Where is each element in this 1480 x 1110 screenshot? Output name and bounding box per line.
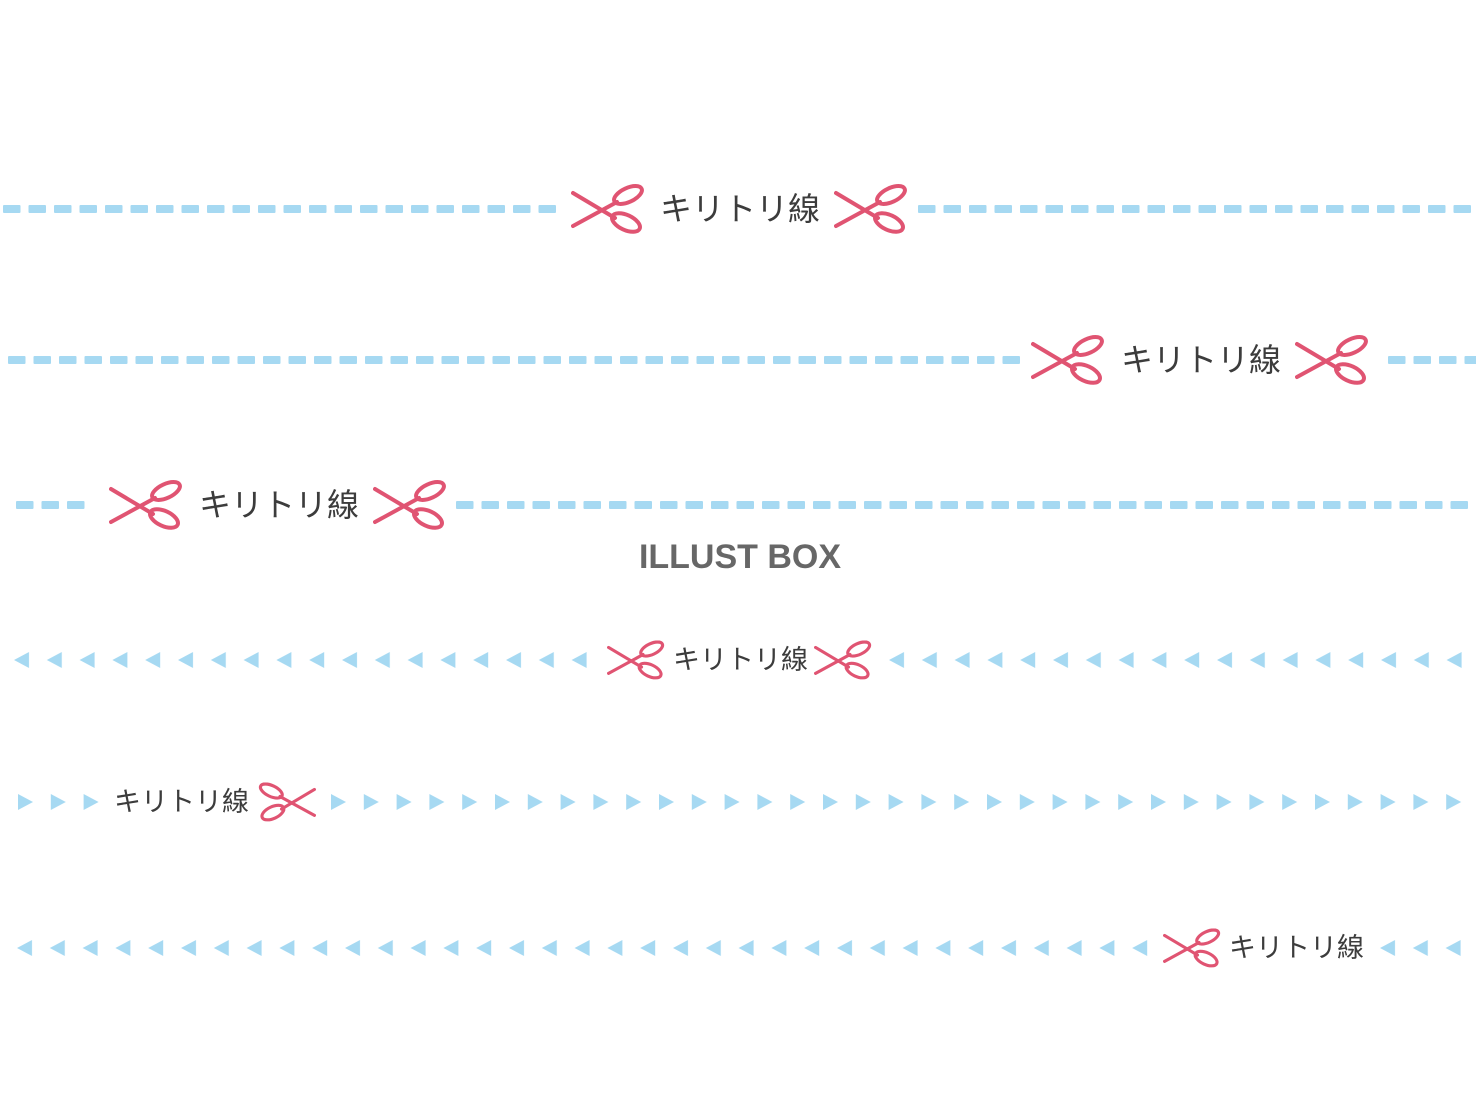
cut-line-pattern-right (918, 205, 1476, 213)
scissors-shape (258, 782, 316, 822)
scissors-shape (1295, 335, 1369, 385)
cut-line-1: キリトリ線 (0, 184, 1480, 234)
cut-line-pattern-right (1388, 356, 1476, 364)
scissors-shape (109, 480, 183, 530)
line-pattern-fill (18, 794, 99, 810)
scissors-icon (1295, 335, 1369, 385)
line-pattern-fill (14, 652, 587, 668)
line-pattern-fill (3, 205, 556, 213)
cut-line-pattern-left (18, 794, 99, 810)
cut-line-3: キリトリ線 (0, 480, 1480, 530)
cut-line-pattern-left (8, 356, 1020, 364)
line-pattern-fill (331, 794, 1462, 810)
scissors-shape (607, 640, 665, 680)
scissors-icon (571, 184, 645, 234)
cut-line-pattern-right (331, 794, 1462, 810)
line-pattern-fill (17, 940, 1148, 956)
scissors-icon (373, 480, 447, 530)
cut-line-pattern-right (456, 501, 1476, 509)
line-pattern-fill (1388, 356, 1476, 364)
cut-line-2: キリトリ線 (0, 335, 1480, 385)
cut-line-pattern-right (889, 652, 1462, 668)
cut-line-pattern-left (17, 940, 1148, 956)
line-pattern-fill (1380, 940, 1461, 956)
line-pattern-fill (889, 652, 1462, 668)
line-pattern-fill (456, 501, 1476, 509)
cut-line-label: キリトリ線 (673, 644, 808, 676)
cut-line-4: キリトリ線 (0, 640, 1480, 680)
cut-line-label: キリトリ線 (660, 190, 821, 228)
line-pattern-fill (918, 205, 1476, 213)
cut-line-pattern-left (3, 205, 556, 213)
scissors-icon (834, 184, 908, 234)
scissors-shape (834, 184, 908, 234)
cut-line-label: キリトリ線 (1121, 341, 1282, 379)
scissors-shape (373, 480, 447, 530)
scissors-shape (1163, 928, 1221, 968)
scissors-shape (571, 184, 645, 234)
line-pattern-fill (16, 501, 85, 509)
scissors-icon (1031, 335, 1105, 385)
cut-line-label: キリトリ線 (114, 786, 249, 818)
scissors-shape (1031, 335, 1105, 385)
scissors-icon (607, 640, 665, 680)
watermark: ILLUST BOX (638, 538, 842, 576)
scissors-icon (814, 640, 872, 680)
cut-line-pattern-left (14, 652, 587, 668)
scissors-icon (258, 782, 316, 822)
cut-line-pattern-right (1380, 940, 1461, 956)
cut-line-pattern-left (16, 501, 85, 509)
cut-line-label: キリトリ線 (1229, 932, 1364, 964)
scissors-icon (1163, 928, 1221, 968)
line-pattern-fill (8, 356, 1020, 364)
scissors-shape (814, 640, 872, 680)
cut-line-label: キリトリ線 (199, 486, 360, 524)
cut-line-5: キリトリ線 (0, 782, 1480, 822)
scissors-icon (109, 480, 183, 530)
cut-line-6: キリトリ線 (0, 928, 1480, 968)
